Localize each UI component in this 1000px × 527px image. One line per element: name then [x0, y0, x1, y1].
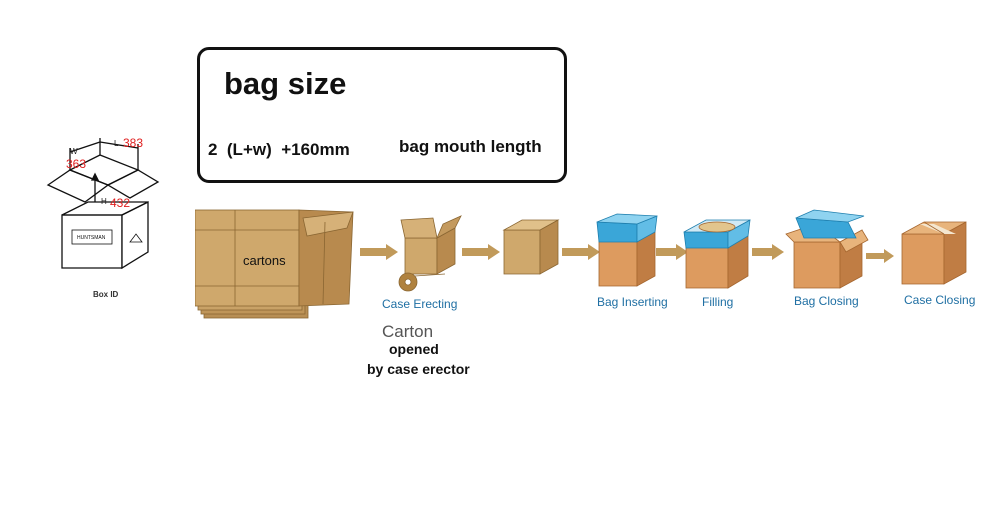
bag-mouth-length-note: bag mouth length	[399, 137, 542, 156]
step-label-bag-closing: Bag Closing	[794, 294, 859, 308]
carton-note-erector: by case erector	[367, 361, 470, 377]
flow-arrow-3	[562, 244, 600, 260]
carton-note-title: Carton	[382, 322, 434, 341]
flow-arrow-4	[656, 244, 688, 260]
filling-image	[683, 219, 751, 289]
dim-height-value: 432	[110, 196, 131, 210]
flat-cartons-stack	[195, 209, 354, 319]
step-label-case-closing: Case Closing	[904, 293, 976, 307]
dim-length-value: 383	[123, 136, 144, 150]
dim-letter-l: L	[114, 139, 119, 148]
bag-closing-image	[785, 209, 869, 289]
flow-arrow-2	[462, 244, 500, 260]
case-erecting-image	[398, 215, 462, 292]
bag-size-info-box	[197, 47, 567, 183]
dim-width-value: 363	[66, 157, 87, 171]
step-label-bag-inserting: Bag Inserting	[597, 295, 668, 309]
flow-arrow-1	[360, 244, 398, 260]
flow-arrow-5	[752, 244, 784, 260]
box-id-diagram: HUNTSMAN	[46, 138, 160, 270]
step-label-filling: Filling	[702, 295, 734, 309]
case-closing-image	[901, 221, 967, 285]
cartons-label: cartons	[243, 253, 286, 268]
erected-box-image	[502, 219, 560, 275]
carton-note-opened: opened	[389, 341, 439, 357]
bag-inserting-image	[596, 213, 658, 287]
bag-size-title: bag size	[224, 66, 347, 101]
dim-letter-h: H	[101, 197, 107, 206]
bag-size-formula: 2 (L+w) +160mm	[208, 140, 350, 159]
step-label-case-erecting: Case Erecting	[382, 297, 458, 311]
box-id-label: Box ID	[93, 290, 119, 299]
dim-letter-w: W	[70, 147, 78, 156]
flow-arrow-6	[866, 249, 894, 263]
box-brand: HUNTSMAN	[77, 235, 106, 241]
